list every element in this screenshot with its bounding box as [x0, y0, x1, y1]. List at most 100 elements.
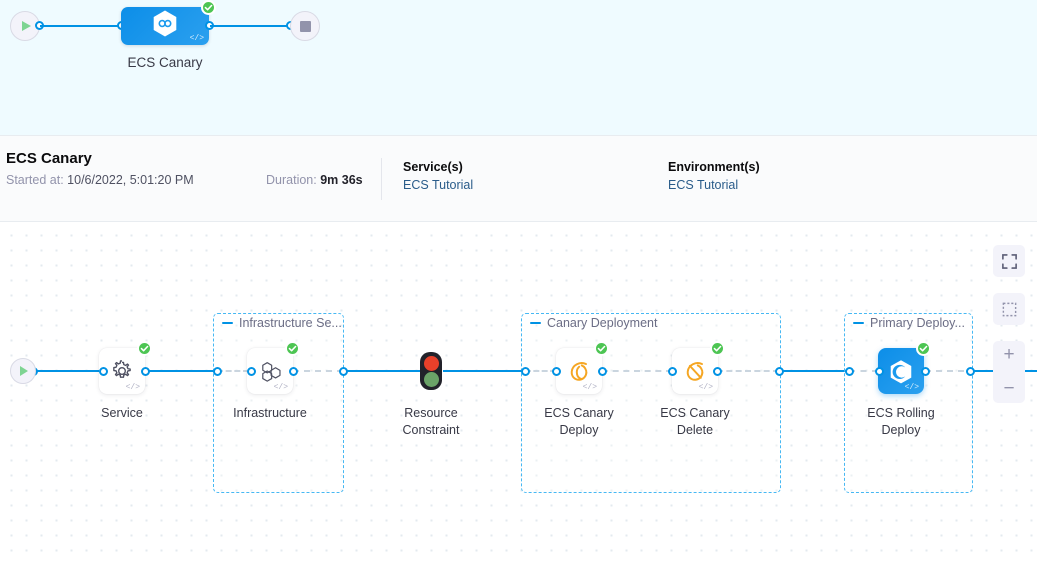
- connector-dot: [552, 367, 561, 376]
- connector-dot: [141, 367, 150, 376]
- play-icon: [22, 21, 31, 31]
- pipeline-stop-node[interactable]: [290, 11, 320, 41]
- connector-line: [443, 370, 525, 372]
- group-label-text: Primary Deploy...: [870, 316, 965, 330]
- hexagon-cluster-icon: [258, 359, 282, 383]
- code-icon: </>: [699, 383, 713, 392]
- zoom-out-button[interactable]: −: [993, 383, 1025, 395]
- connector-dot: [966, 367, 975, 376]
- group-label-primary-deployment[interactable]: Primary Deploy...: [851, 316, 967, 330]
- services-column: Service(s) ECS Tutorial: [403, 160, 473, 192]
- environments-heading: Environment(s): [668, 160, 760, 174]
- page-title: ECS Canary: [6, 150, 92, 167]
- connector-dot: [775, 367, 784, 376]
- execution-graph-canvas[interactable]: Infrastructure Se... Canary Deployment P…: [0, 222, 1037, 564]
- collapse-icon[interactable]: [222, 322, 233, 324]
- step-label-line2: Deploy: [514, 422, 644, 439]
- group-label-infrastructure[interactable]: Infrastructure Se...: [220, 316, 344, 330]
- step-label-ecs-canary-deploy: ECS Canary Deploy: [514, 405, 644, 439]
- connector-dot: [289, 367, 298, 376]
- step-node-resource-constraint[interactable]: [420, 352, 442, 390]
- marquee-select-button[interactable]: [993, 293, 1025, 325]
- step-node-ecs-rolling-deploy[interactable]: </>: [878, 348, 924, 394]
- duration-label: Duration:: [266, 173, 317, 187]
- traffic-light-red-icon: [424, 356, 439, 371]
- code-icon: </>: [274, 383, 288, 392]
- code-icon: </>: [126, 383, 140, 392]
- connector-dot: [521, 367, 530, 376]
- graph-start-node[interactable]: [10, 358, 36, 384]
- zoom-controls[interactable]: + −: [993, 341, 1025, 403]
- fit-to-screen-icon: [1001, 253, 1018, 270]
- connector-dot: [875, 367, 884, 376]
- canary-bird-icon: [566, 358, 592, 384]
- zoom-in-button[interactable]: +: [993, 349, 1025, 361]
- code-icon: </>: [583, 383, 597, 392]
- step-label-line2: Constraint: [366, 422, 496, 439]
- pipeline-stage-label: ECS Canary: [90, 55, 240, 70]
- status-badge-success: [916, 341, 931, 356]
- execution-detail-header: ECS Canary Started at: 10/6/2022, 5:01:2…: [0, 136, 1037, 222]
- connector-dot: [921, 367, 930, 376]
- services-link[interactable]: ECS Tutorial: [403, 178, 473, 192]
- connector-dot: [99, 367, 108, 376]
- status-badge-success: [710, 341, 725, 356]
- step-node-ecs-canary-delete[interactable]: </>: [672, 348, 718, 394]
- step-label-infrastructure: Infrastructure: [205, 405, 335, 422]
- step-label-line1: ECS Canary: [514, 405, 644, 422]
- group-label-canary-deployment[interactable]: Canary Deployment: [528, 316, 659, 330]
- connector-line: [145, 370, 217, 372]
- step-label-line2: Deploy: [836, 422, 966, 439]
- group-label-text: Canary Deployment: [547, 316, 657, 330]
- step-label-line1: ECS Rolling: [836, 405, 966, 422]
- step-label-ecs-canary-delete: ECS Canary Delete: [630, 405, 760, 439]
- connector-line: [40, 25, 122, 27]
- traffic-light-green-icon: [424, 372, 439, 387]
- step-group-canary-deployment[interactable]: [521, 313, 781, 493]
- header-divider: [381, 158, 382, 200]
- group-label-text: Infrastructure Se...: [239, 316, 342, 330]
- duration: Duration: 9m 36s: [266, 173, 363, 187]
- step-label-ecs-rolling-deploy: ECS Rolling Deploy: [836, 405, 966, 439]
- connector-dot: [845, 367, 854, 376]
- started-at: Started at: 10/6/2022, 5:01:20 PM: [6, 173, 194, 187]
- connector-dot: [213, 367, 222, 376]
- connector-dot: [598, 367, 607, 376]
- step-node-ecs-canary-deploy[interactable]: </>: [556, 348, 602, 394]
- canary-bird-delete-icon: [682, 358, 708, 384]
- connector-line: [779, 370, 849, 372]
- connector-line: [33, 370, 103, 372]
- services-heading: Service(s): [403, 160, 473, 174]
- step-group-infrastructure[interactable]: [213, 313, 344, 493]
- status-badge-success: [285, 341, 300, 356]
- connector-dot: [668, 367, 677, 376]
- environments-column: Environment(s) ECS Tutorial: [668, 160, 760, 192]
- step-label-service: Service: [57, 405, 187, 422]
- started-at-label: Started at:: [6, 173, 64, 187]
- connector-line: [343, 370, 421, 372]
- step-label-line1: Resource: [366, 405, 496, 422]
- fit-to-screen-button[interactable]: [993, 245, 1025, 277]
- started-at-value: 10/6/2022, 5:01:20 PM: [67, 173, 193, 187]
- harness-hexagon-infinity-icon: [152, 10, 178, 43]
- status-badge-success: [201, 0, 216, 15]
- code-icon: </>: [190, 34, 204, 43]
- connector-dot: [713, 367, 722, 376]
- play-icon: [20, 366, 28, 376]
- stop-icon: [300, 21, 311, 32]
- collapse-icon[interactable]: [530, 322, 541, 324]
- status-badge-success: [137, 341, 152, 356]
- collapse-icon[interactable]: [853, 322, 864, 324]
- connector-line: [210, 25, 290, 27]
- ecs-cloud-icon: [887, 357, 915, 385]
- step-label-resource-constraint: Resource Constraint: [366, 405, 496, 439]
- top-pipeline-strip: </> ECS Canary: [0, 0, 1037, 136]
- step-group-primary-deployment[interactable]: [844, 313, 973, 493]
- connector-dot: [339, 367, 348, 376]
- pipeline-stage-node-ecs-canary[interactable]: </>: [121, 7, 209, 45]
- step-label-line2: Delete: [630, 422, 760, 439]
- environments-link[interactable]: ECS Tutorial: [668, 178, 760, 192]
- code-icon: </>: [905, 383, 919, 392]
- gear-icon: [111, 360, 133, 382]
- connector-dot: [247, 367, 256, 376]
